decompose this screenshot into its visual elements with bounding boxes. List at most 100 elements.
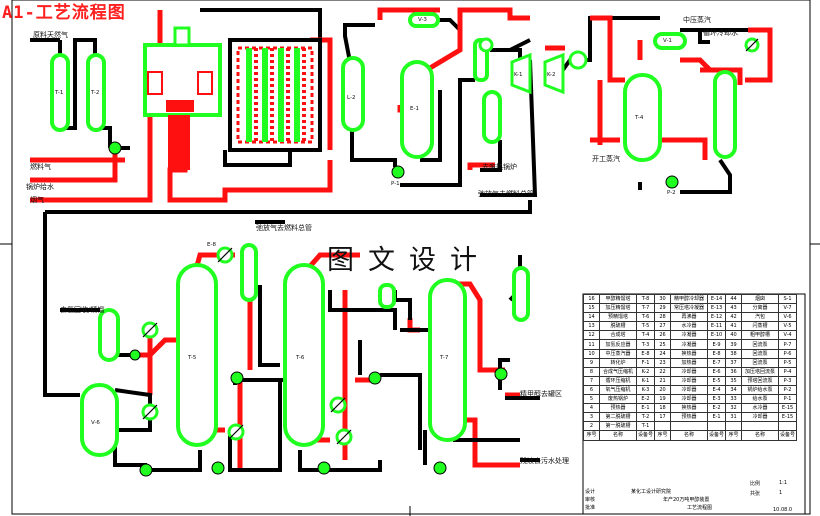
bom-cell: 设备号: [778, 430, 798, 441]
bom-cell: E-10: [707, 330, 727, 341]
label-fuel-gas: 燃料气: [30, 163, 51, 171]
bom-cell: T-7: [635, 303, 656, 314]
bom-cell: 回流泵: [741, 357, 780, 368]
bom-cell: 闪蒸槽: [741, 321, 780, 332]
bom-cell: 21: [654, 375, 672, 386]
title-block: 某化工设计研究院 年产20万吨甲醇装置 工艺流程图 设计 审核 批准 比例 1:…: [583, 458, 805, 514]
bom-cell: 转化炉: [599, 357, 637, 368]
bom-cell: T-4: [635, 330, 656, 341]
tag-v6: V-6: [91, 420, 100, 426]
bom-cell: 预塔回流泵: [741, 375, 780, 386]
bom-cell: 冷却器: [741, 412, 780, 423]
pumps: [108, 141, 679, 477]
tag-t1: T-1: [55, 90, 64, 96]
bom-cell: 回流泵: [741, 348, 780, 359]
bom-cell: 名称: [599, 430, 637, 441]
tag-l2: L-2: [347, 95, 356, 101]
bom-cell: 序号: [725, 430, 743, 441]
bom-cell: E-15: [778, 403, 798, 414]
bom-cell: 冷却器: [670, 384, 709, 396]
label-to-recovery: 去氢回收/精馏: [60, 306, 105, 314]
bom-cell: 37: [725, 357, 743, 368]
bom-cell: 9: [583, 357, 600, 368]
bom-cell: 32: [725, 403, 743, 414]
bom-cell: 精甲醇冷却器: [670, 293, 709, 305]
bom-cell: 44: [725, 293, 743, 305]
tb-design: 设计: [585, 489, 596, 495]
label-purge-gas: 弛放气去燃料总管: [478, 190, 534, 198]
bom-cell: 序号: [654, 430, 672, 441]
bom-cell: [654, 421, 672, 432]
bom-cell: 汽包: [741, 312, 780, 323]
tag-p2: P-2: [667, 190, 676, 196]
bom-cell: 43: [725, 303, 743, 314]
bom-cell: 给水泵: [741, 394, 780, 405]
bom-cell: 水冷器: [670, 321, 709, 332]
bom-cell: 名称: [670, 430, 709, 441]
bom-cell: 34: [725, 384, 743, 396]
bom-cell: 氧气压缩机: [599, 384, 637, 396]
bom-cell: F-1: [635, 357, 656, 368]
bom-cell: 冷却器: [670, 394, 709, 405]
bom-cell: 设备号: [635, 430, 656, 441]
bom-cell: 换热器: [670, 403, 709, 414]
reformer-furnace: [143, 26, 222, 170]
bom-cell: [670, 421, 709, 432]
bom-cell: E-5: [707, 375, 727, 386]
tag-v1: V-1: [663, 38, 672, 44]
label-to-process: 残液去污水处理: [520, 457, 569, 465]
bom-cell: 4: [583, 403, 600, 414]
bom-cell: E-8: [635, 348, 656, 359]
tb-sheet: 1: [779, 490, 783, 496]
bom-cell: 30: [654, 293, 672, 305]
bom-cell: E-8: [707, 348, 727, 359]
drawing-title: A1-工艺流程图: [2, 3, 126, 23]
bom-cell: 冷凝器: [670, 330, 709, 341]
bom-cell: 7: [583, 375, 600, 386]
bom-cell: 3: [583, 412, 600, 423]
bom-cell: 29: [654, 303, 672, 314]
bom-cell: 中压蒸汽器: [599, 348, 637, 359]
bom-cell: 33: [725, 394, 743, 405]
bom-cell: T-5: [635, 321, 656, 332]
bom-cell: T-3: [635, 339, 656, 350]
bom-cell: 42: [725, 312, 743, 323]
bom-cell: P-3: [778, 375, 798, 386]
bom-cell: 26: [654, 330, 672, 341]
bom-cell: 15: [583, 303, 600, 314]
bom-cell: E-13: [707, 303, 727, 314]
bom-cell: K-3: [635, 384, 656, 396]
tb-company: 某化工设计研究院: [631, 489, 672, 495]
bom-cell: 22: [654, 366, 672, 377]
bom-cell: E-7: [707, 357, 727, 368]
bom-cell: 设备号: [707, 430, 727, 441]
bom-cell: 17: [654, 412, 672, 423]
bom-cell: 38: [725, 348, 743, 359]
bom-cell: E-6: [707, 366, 727, 377]
tag-p1: P-1: [391, 181, 400, 187]
bom-cell: 8: [583, 366, 600, 377]
tag-t7: T-7: [440, 355, 449, 361]
bom-cell: E-9: [707, 339, 727, 350]
bom-cell: V-4: [778, 330, 798, 341]
bom-cell: 35: [725, 375, 743, 386]
tag-k1: K-1: [514, 72, 523, 78]
bom-cell: 12: [583, 330, 600, 341]
bom-cell: P-1: [778, 394, 798, 405]
bom-cell: 加氢反应器: [599, 339, 637, 350]
bom-cell: 加压精馏塔: [599, 303, 637, 314]
tb-project: 年产20万吨甲醇装置: [663, 497, 710, 503]
tb-sheet-label: 共张: [750, 491, 761, 497]
tag-e1: E-1: [410, 106, 419, 112]
label-purge-gas-2: 弛放气去燃料总管: [256, 224, 312, 232]
bom-cell: 合成塔: [599, 330, 637, 341]
bom-cell: 23: [654, 357, 672, 368]
tb-date: 10.08.0: [773, 507, 793, 513]
